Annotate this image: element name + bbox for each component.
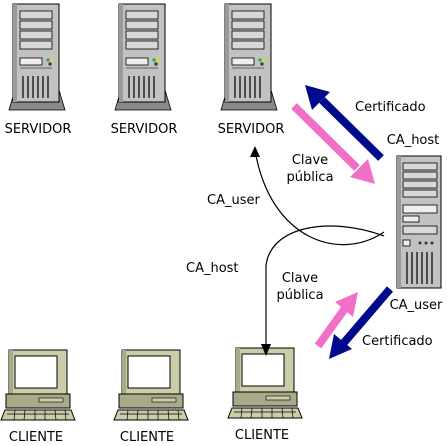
client-node: CLIENTE — [113, 349, 189, 445]
ca-user-label: CA_user — [390, 298, 443, 313]
certificate-arrow-top — [305, 85, 384, 161]
server-icon — [8, 3, 66, 111]
server-label: SERVIDOR — [218, 122, 285, 137]
ca-user-curve-label: CA_user — [207, 193, 260, 208]
clave-bottom-line1: Clave — [282, 271, 318, 286]
server-label: SERVIDOR — [5, 122, 72, 137]
client-label: CLIENTE — [120, 430, 174, 445]
clave-top-line2: pública — [286, 170, 333, 185]
clave-top-line1: Clave — [292, 153, 328, 168]
certificate-arrow-bottom — [329, 286, 394, 359]
client-node: CLIENTE — [227, 347, 303, 443]
ca-server-node: CA_host CA_user — [387, 133, 443, 313]
server-label: SERVIDOR — [111, 122, 178, 137]
public-key-arrow-bottom — [314, 292, 358, 349]
server-node: SERVIDOR — [5, 3, 72, 137]
certificado-bottom-label: Certificado — [362, 334, 433, 349]
server-node: SERVIDOR — [218, 3, 285, 137]
client-node: CLIENTE — [0, 349, 76, 445]
server-icon — [220, 3, 278, 111]
ca-server-icon — [396, 155, 442, 289]
public-key-arrow-top — [291, 103, 375, 184]
ca-host-curve-arrow — [261, 225, 385, 356]
ca-host-curve-label: CA_host — [186, 261, 239, 276]
certificado-top-label: Certificado — [355, 100, 426, 115]
client-label: CLIENTE — [235, 428, 289, 443]
ca-user-curve-arrow — [250, 146, 385, 246]
client-icon — [113, 349, 189, 421]
ca-host-label: CA_host — [387, 133, 440, 148]
client-icon — [227, 347, 303, 419]
client-label: CLIENTE — [9, 430, 63, 445]
clave-bottom-line2: pública — [276, 288, 323, 303]
client-icon — [0, 349, 76, 421]
server-icon — [114, 3, 172, 111]
server-node: SERVIDOR — [111, 3, 178, 137]
